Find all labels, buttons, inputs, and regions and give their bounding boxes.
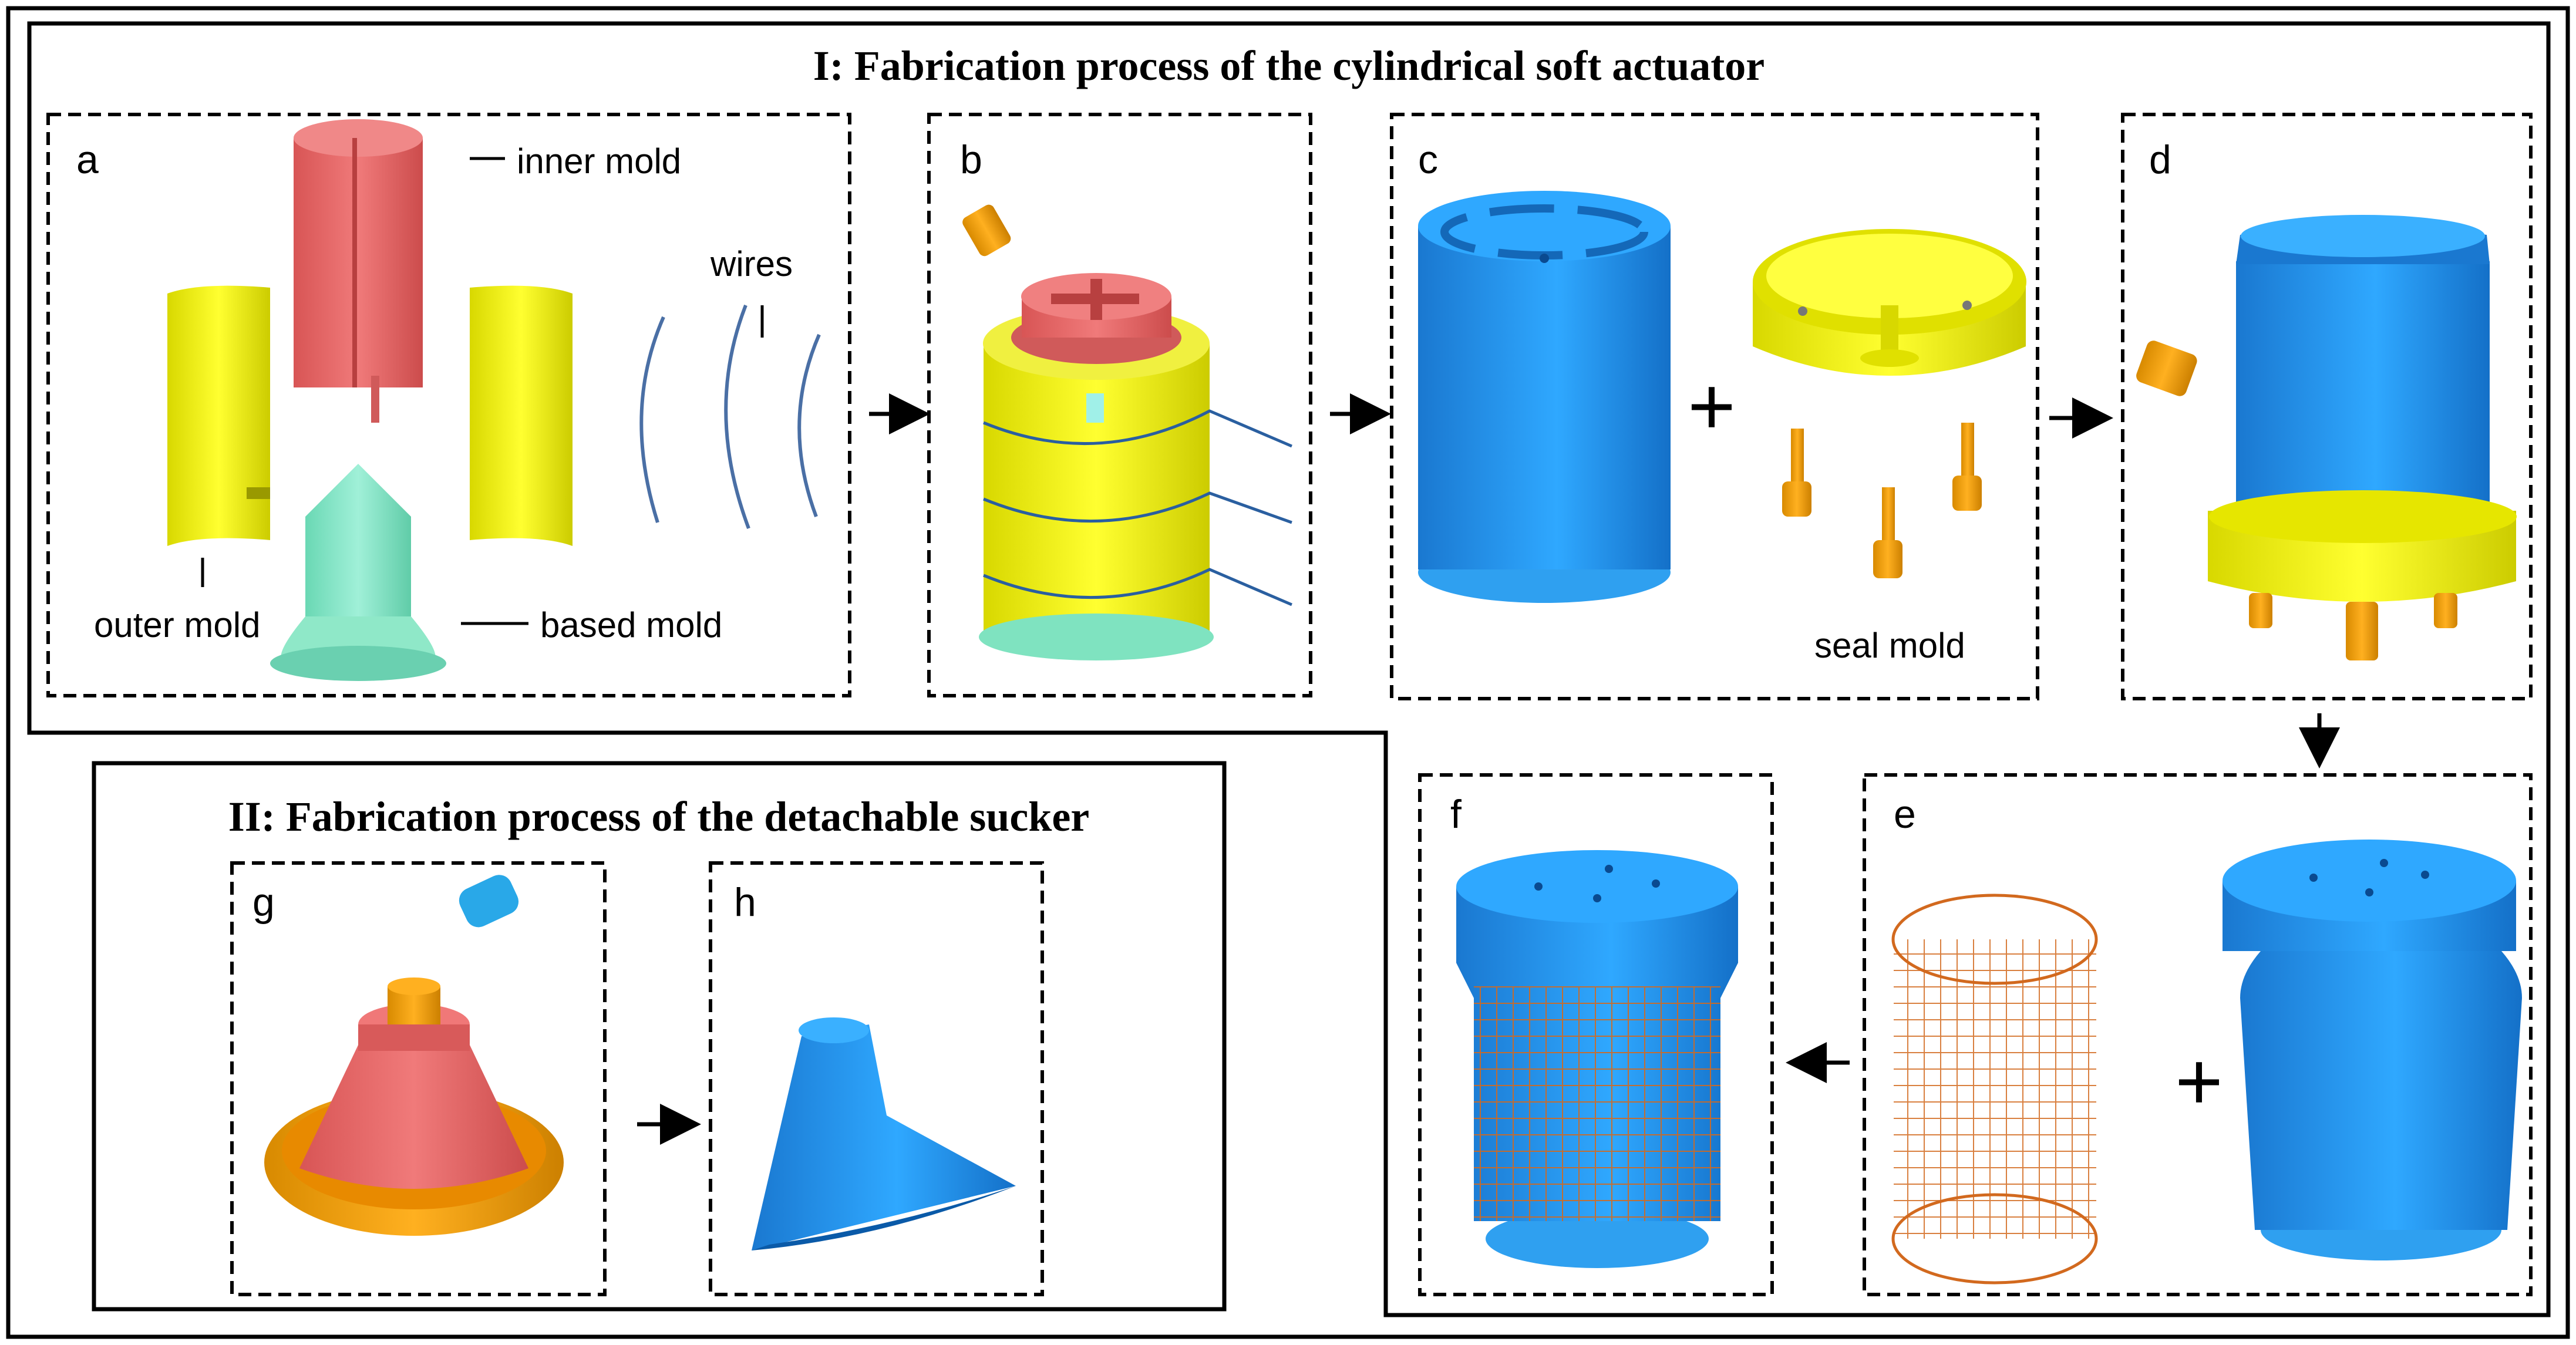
callout-based-mold: based mold <box>540 605 722 645</box>
mesh-shape <box>1891 894 2098 1285</box>
based-mold-shape <box>270 464 446 681</box>
panel-f-illustration <box>1456 850 1738 1268</box>
panel-d-box <box>2121 113 2533 700</box>
panel-label-a: a <box>76 137 99 182</box>
panel-label-g: g <box>252 880 275 925</box>
panel-b-illustration <box>962 204 1292 660</box>
panel-d-illustration <box>2136 215 2517 660</box>
section1-border <box>27 21 2551 1317</box>
panel-a-illustration <box>167 119 821 681</box>
panel-label-d: d <box>2149 137 2171 182</box>
panel-f-box <box>1418 773 1774 1296</box>
panel-e-box <box>1863 773 2533 1296</box>
inner-mold-shape <box>294 119 423 423</box>
callout-wires: wires <box>710 244 793 284</box>
outer-frame <box>6 6 2570 1339</box>
pin-shape <box>962 204 1011 257</box>
panel-c-box <box>1390 113 2039 700</box>
section1-title: I: Fabrication process of the cylindrica… <box>813 42 1765 89</box>
section2-title: II: Fabrication process of the detachabl… <box>228 793 1090 840</box>
flow-arrows <box>637 393 2340 1145</box>
panel-h-illustration <box>752 1017 1016 1250</box>
plus-sign-c: + <box>1688 360 1736 452</box>
panel-label-e: e <box>1894 792 1916 837</box>
panel-label-f: f <box>1450 792 1462 837</box>
panel-label-h: h <box>734 880 756 925</box>
section2-border <box>92 761 1227 1312</box>
actuator-body-shape <box>1418 191 1671 603</box>
panel-a-box <box>46 113 851 697</box>
outer-mold-shape <box>167 285 573 546</box>
panel-e-illustration: + <box>1891 840 2522 1285</box>
callout-seal-mold: seal mold <box>1814 626 1965 665</box>
plus-sign-e: + <box>2175 1035 2223 1127</box>
panel-label-b: b <box>960 137 982 182</box>
panel-g-box <box>230 861 607 1296</box>
panel-h-box <box>709 861 1044 1296</box>
callout-outer-mold: outer mold <box>94 605 260 645</box>
panel-b-box <box>927 113 1312 697</box>
callout-inner-mold: inner mold <box>517 141 681 181</box>
seal-mold-shape <box>1753 229 2026 578</box>
panel-c-illustration: + <box>1418 191 2026 603</box>
actuator-final-shape <box>2223 840 2522 1260</box>
panel-g-illustration <box>264 875 564 1236</box>
panel-label-c: c <box>1418 137 1438 182</box>
wires-shape <box>639 304 821 530</box>
